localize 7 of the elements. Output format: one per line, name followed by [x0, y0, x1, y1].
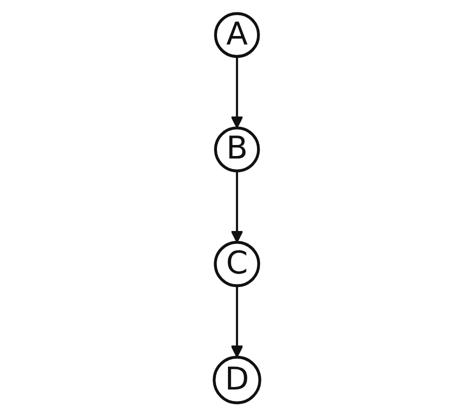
node-circle: D — [212, 356, 262, 404]
arrow — [230, 170, 244, 243]
node-circle: B — [214, 126, 260, 172]
arrow — [230, 286, 244, 358]
node-circle: C — [214, 240, 260, 288]
node-circle: A — [214, 12, 260, 58]
arrow — [230, 56, 244, 128]
